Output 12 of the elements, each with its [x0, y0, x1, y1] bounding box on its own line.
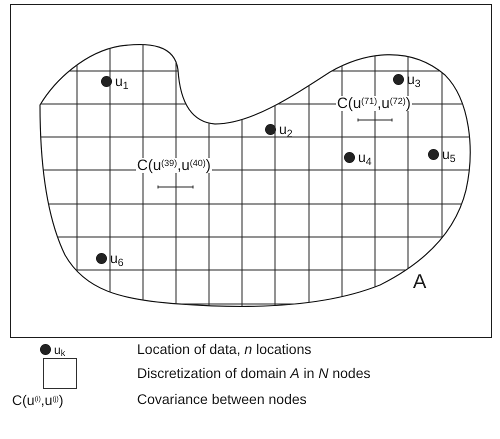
legend-text: Covariance between nodes: [137, 391, 307, 408]
covariance-label: C(u$^{(39)}$,u$^{(40)}$): [136, 158, 212, 173]
covariance-label: C(u$^{(71)}$,u$^{(72)}$): [336, 96, 412, 111]
legend-text: Location of data, n locations: [137, 341, 312, 358]
legend-symbol: u$_{k}$: [54, 344, 66, 356]
point-label: u$_{6}$: [110, 251, 124, 265]
point-label: u$_{4}$: [358, 150, 372, 164]
domain-label: A: [413, 272, 426, 292]
legend-text: Discretization of domain A in N nodes: [137, 364, 370, 382]
legend-symbol: C(u$^{(i)}$,u$^{(j)}$): [12, 392, 64, 407]
point-label: u$_{5}$: [442, 147, 456, 161]
point-label: u$_{1}$: [115, 74, 129, 88]
